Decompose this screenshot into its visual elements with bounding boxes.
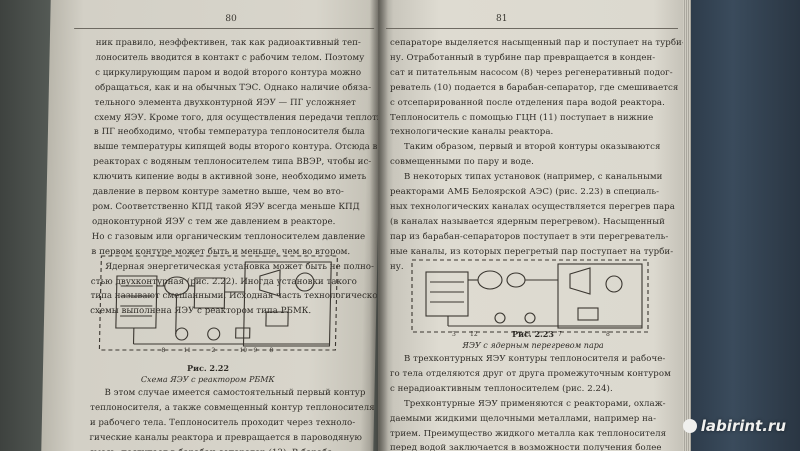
text-line: с циркулирующим паром и водой второго ко… (95, 67, 362, 78)
text-line: Но с газовым или органическим теплоносит… (91, 231, 366, 242)
svg-text:3: 3 (452, 331, 456, 338)
text-line: В некоторых типах установок (например, с… (404, 172, 663, 183)
text-line: смесь, поступает в барабан-сепаратор (12… (89, 446, 374, 451)
text-line: одноконтурной ЯЭУ с тем же давлением в р… (91, 216, 336, 227)
right-text-top: сепараторе выделяется насыщенный пар и п… (390, 36, 684, 275)
svg-text:9: 9 (253, 347, 257, 354)
svg-text:8: 8 (161, 347, 165, 354)
text-line: Трехконтурные ЯЭУ применяются с реактора… (404, 398, 666, 409)
text-line: совмещенными по пару и воде. (390, 157, 534, 168)
svg-text:8: 8 (269, 347, 273, 354)
left-text-bottom: В этом случае имеется самостоятельный пе… (89, 386, 375, 451)
nuclear-superheat-diagram: 3 12 11 7 8 (411, 259, 649, 338)
text-line: технологические каналы реактора. (390, 127, 554, 138)
book-cover (688, 0, 800, 451)
svg-text:2: 2 (211, 347, 215, 354)
figure-2-22-number: Рис. 2.22 (186, 363, 230, 373)
text-line: го тела отделяются друг от друга промежу… (390, 368, 671, 379)
text-line: сат и питательным насосом (8) через реге… (390, 67, 673, 78)
figure-2-23-number: Рис. 2.23 (512, 329, 554, 339)
text-line: даемыми жидкими щелочными металлами, нап… (390, 413, 657, 424)
text-line: тельного элемента двухконтурной ЯЭУ — ПГ… (94, 97, 357, 108)
text-line: и рабочего тела. Теплоноситель проходит … (89, 417, 356, 428)
header-rule-left (74, 28, 375, 29)
text-line: Таким образом, первый и второй контуры о… (404, 142, 661, 153)
figure-2-23: 3 12 11 7 8 (408, 258, 658, 338)
text-line: ник правило, неэффективен, так как радио… (95, 38, 362, 48)
book-gutter (370, 0, 388, 451)
figure-2-23-title: ЯЭУ с ядерным перегревом пара (462, 341, 604, 350)
svg-text:11: 11 (183, 347, 191, 354)
text-line: ром. Соответственно КПД такой ЯЭУ всегда… (92, 201, 360, 212)
text-line: с отсепарированной после отделения пара … (390, 97, 665, 108)
text-line: ные каналы, из которых перегретый пар по… (390, 246, 674, 257)
text-line: схему ЯЭУ. Кроме того, для осуществления… (94, 112, 383, 123)
svg-text:12: 12 (470, 331, 478, 338)
figure-2-22-title: Схема ЯЭУ с реактором РБМК (140, 375, 275, 384)
page-number-left: 80 (225, 14, 237, 24)
text-line: сепараторе выделяется насыщенный пар и п… (390, 38, 684, 48)
text-line: реватель (10) подается в барабан-сепарат… (390, 82, 679, 93)
right-page: 81 сепараторе выделяется насыщенный пар … (378, 0, 684, 451)
figure-2-22-caption: Рис. 2.22 Схема ЯЭУ с реактором РБМК (113, 362, 304, 386)
text-line: гические каналы реактора и превращается … (89, 432, 363, 443)
left-page: 80 ник правило, неэффективен, так как ра… (41, 0, 383, 451)
svg-text:11: 11 (524, 331, 532, 338)
svg-text:7: 7 (558, 331, 562, 338)
labirint-logo-icon (682, 419, 697, 433)
svg-text:8: 8 (606, 331, 610, 338)
page-number-right: 81 (496, 14, 508, 24)
text-line: перед водой заключается в возможности по… (390, 443, 662, 451)
figure-2-22: 8 11 2 10 9 8 (93, 252, 345, 362)
text-line: выше температуры кипящей воды второго ко… (93, 142, 378, 153)
watermark: labirint.ru (682, 417, 786, 435)
text-line: ключить кипение воды в активной зоне, не… (92, 172, 367, 183)
text-line: трием. Преимущество жидкого металла как … (390, 428, 667, 439)
text-line: ных технологических каналах осуществляет… (390, 201, 675, 212)
text-line: ну. Отработанный в турбине пар превращае… (390, 52, 656, 63)
text-line: с нерадиоактивным теплоносителем (рис. 2… (390, 383, 613, 394)
text-line: лоноситель вводится в контакт с рабочим … (95, 52, 365, 63)
header-rule-right (386, 28, 678, 29)
text-line: реакторах с водяным теплоносителем типа … (93, 157, 372, 168)
watermark-text: labirint.ru (700, 417, 786, 435)
text-line: пар из барабан-сепараторов поступает в э… (390, 231, 669, 242)
rbmk-scheme-diagram: 8 11 2 10 9 8 (98, 255, 338, 354)
text-line: теплоносителя, а также совмещенный конту… (90, 402, 375, 413)
page-edges (683, 0, 691, 451)
text-line: В трехконтурных ЯЭУ контуры теплоносител… (404, 354, 666, 364)
figure-2-23-caption: Рис. 2.23 ЯЭУ с ядерным перегревом пара (438, 328, 628, 352)
text-line: В этом случае имеется самостоятельный пе… (104, 388, 366, 398)
text-line: Теплоноситель с помощью ГЦН (11) поступа… (390, 112, 654, 123)
text-line: реакторами АМБ Белоярской АЭС) (рис. 2.2… (390, 187, 660, 198)
right-text-bottom: В трехконтурных ЯЭУ контуры теплоносител… (390, 352, 671, 451)
text-line: давление в первом контуре заметно выше, … (92, 187, 344, 198)
text-line: обращаться, как и на обычных ТЭС. Однако… (94, 82, 372, 93)
svg-text:10: 10 (239, 347, 247, 354)
text-line: ну. (390, 261, 404, 272)
text-line: в ПГ необходимо, чтобы температура тепло… (93, 127, 365, 138)
text-line: (в каналах называется ядерным перегревом… (390, 216, 665, 227)
